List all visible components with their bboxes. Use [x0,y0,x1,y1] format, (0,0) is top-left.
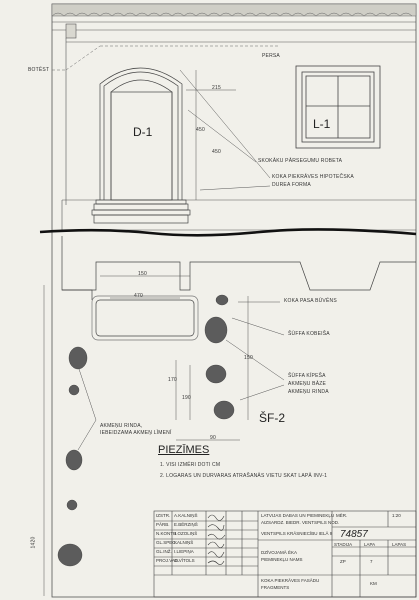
callout-5: ŠŪFFA KOBEIŠA [288,331,330,337]
top-left-label: BOTĒST [28,67,50,73]
callout-3: DUREA FORMA [272,182,311,188]
sheet-frame [51,3,417,598]
window-label: L-1 [313,117,331,131]
sheet-title-line-1: KOKA PIEKRĀVES FASĀDU [261,578,320,583]
stones [57,294,235,567]
scale-label: MĒR. [336,513,348,518]
dimension-text: 190 [182,395,191,401]
sheet-label: LAPA [364,542,376,547]
staff-name: KALNIŅŠ [174,540,194,545]
dimension-text: 450 [196,127,205,133]
staff-name: J.OZOLIŅŠ [174,531,198,536]
title-block-grid [153,510,417,598]
stage-value: ZP [340,559,346,564]
callout-10: IEBEIDZAMA AKMEŅ LĪMENĪ [100,430,172,436]
callout-9: AKMEŅU RINDA, [100,423,143,429]
stage-label: STADIJA [334,542,353,547]
staff-role: GL.INŽ. [156,549,172,554]
inventory-number: 74857 [340,529,368,540]
staff-role: PROJ.VAD. [156,558,180,563]
ground-line [39,228,417,237]
foundation-section [61,236,416,341]
staff-name: A.KALNIŅŠ [174,513,198,518]
staff-role: N.KONTR. [156,531,178,536]
staff-role: GL.SPEC. [156,540,177,545]
sheet-title-line-2: FRAGMENTS [261,585,290,590]
notes-line-2: 2. LOGARAS UN DURVARAS ATRAŠANĀS VIETU S… [160,473,328,479]
staff-role: IZSTR. [156,513,171,518]
door-label: D-1 [133,125,153,139]
section-label: ŠF-2 [259,411,286,425]
leader-lines [75,69,285,451]
window-l1 [295,65,381,149]
callout-6: ŠŪFFA KĪPEŠA [288,373,326,379]
callout-7: AKMEŅU BĀZE [288,381,327,387]
callout-4: KOKA PASA BŪVĒNS [284,298,337,304]
roof-tiles [51,3,417,17]
project-line-2: AIZSARDZ. BIEDR. VENTSPILS NOD. [261,520,340,525]
door-d1 [91,67,191,224]
sheet-value: 7 [370,559,373,564]
facade-wall [61,38,416,231]
dimension-text: 1420 [30,536,37,549]
guide-lines [52,45,280,71]
code-value: KM [370,581,377,586]
staff-role: PĀRB. [156,522,170,527]
dimension-text: 170 [168,377,177,383]
notes-heading: PIEZĪMES [158,444,210,456]
scale-value: 1:20 [392,513,401,518]
staff-name: E.BĒRZIŅŠ [174,522,198,527]
dimension-text: 150 [138,271,147,277]
top-right-label: PERSA [262,53,280,59]
notes-line-1: 1. VISI IZMĒRI DOTI CM [160,462,221,468]
staff-name: I.LIEPIŅA [174,549,194,554]
object-line: VENTSPILS KRĀSNIECĪBU IELĀ 9 [261,531,333,536]
callout-2: KOKA PIEKRĀVES HIPOTEČSKA [272,174,354,180]
signatures [207,514,226,565]
sheets-label: LAPAS [392,542,407,547]
dimension-lines [43,70,240,596]
callout-8: AKMEŅU RINDA [288,389,329,395]
project-line-1: LATVIJAS DABAS UN PIEMINEKĻU [261,513,335,518]
dimension-text: 150 [244,355,253,361]
staff-name: G.VĪTOLS [174,558,195,563]
eaves [52,21,416,39]
dimension-text: 470 [134,293,143,299]
dimension-text: 90 [210,435,216,441]
building-line-2: PIEMINEKĻU NAMS [261,557,303,562]
dimension-text: 450 [212,149,221,155]
dimension-text: 215 [212,85,221,91]
building-line-1: DZĪVOJAMĀ ĒKA [261,550,298,555]
callout-1: SKOKĀKU PĀRSEGUMU ROBETA [258,158,343,164]
